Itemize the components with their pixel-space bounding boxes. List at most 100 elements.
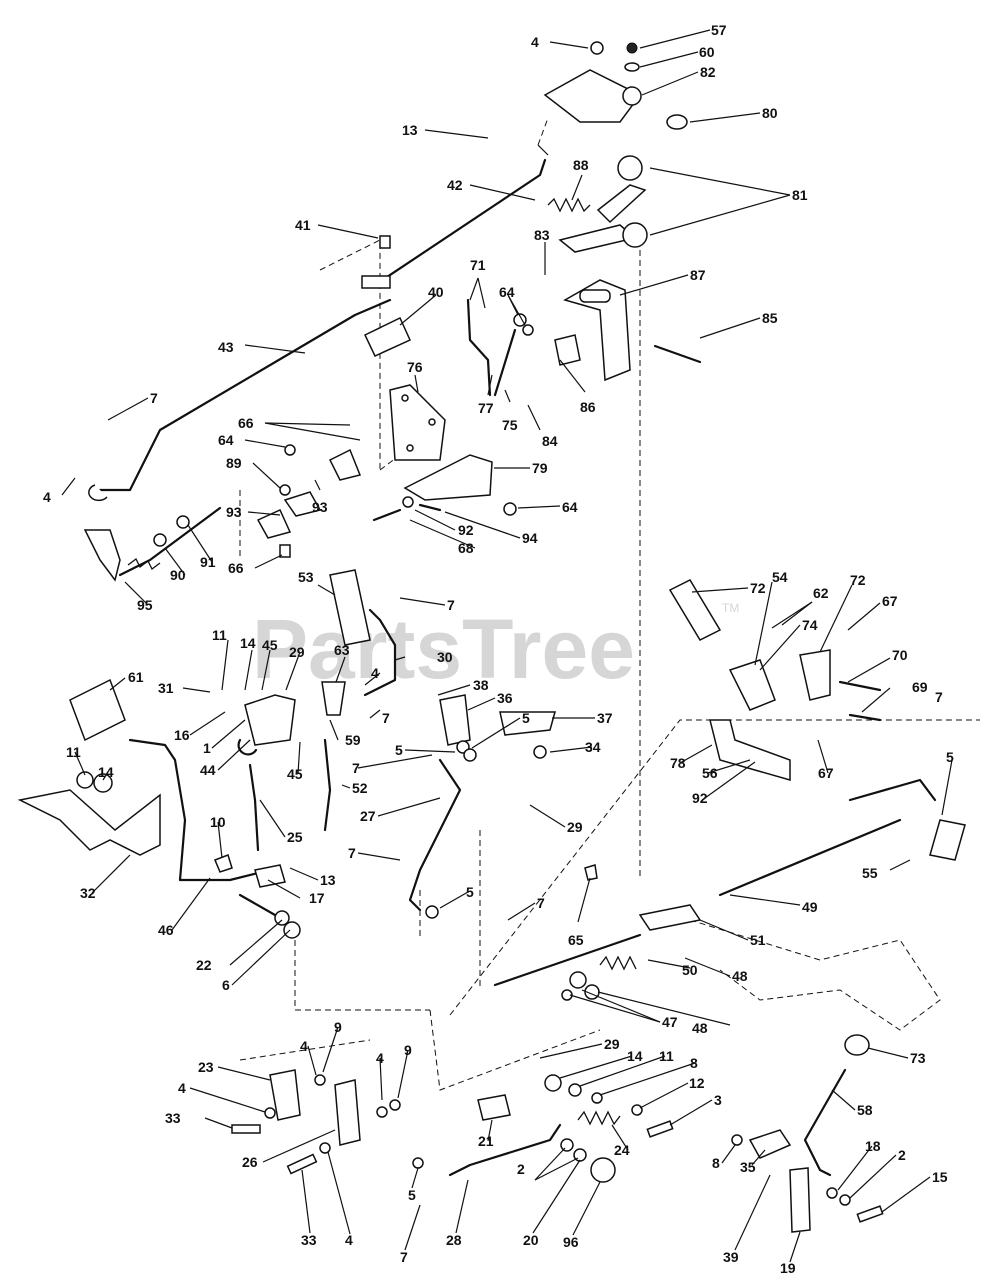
callout-label: 40	[428, 284, 444, 300]
callout-label: 11	[66, 744, 81, 760]
callout-label: 11	[212, 627, 227, 643]
callout-label: 7	[348, 845, 356, 861]
callout-label: 39	[723, 1249, 739, 1265]
callout-label: 19	[780, 1260, 796, 1276]
callout-label: 12	[689, 1075, 705, 1091]
callout-label: 50	[682, 962, 698, 978]
callout-label: 29	[604, 1036, 620, 1052]
callout-label: 4	[371, 665, 379, 681]
callout-label: 7	[352, 760, 360, 776]
callout-label: 16	[174, 727, 190, 743]
callout-label: 55	[862, 865, 878, 881]
callout-label: 54	[772, 569, 788, 585]
callout-label: 57	[711, 22, 727, 38]
callout-label: 17	[309, 890, 325, 906]
callout-label: 33	[301, 1232, 317, 1248]
callout-label: 22	[196, 957, 212, 973]
callout-label: 2	[517, 1161, 525, 1177]
callout-label: 71	[470, 257, 486, 273]
callout-label: 8	[712, 1155, 720, 1171]
callout-label: 74	[802, 617, 818, 633]
callout-label: 18	[865, 1138, 881, 1154]
callout-label: 82	[700, 64, 716, 80]
callout-label: 21	[478, 1133, 494, 1149]
callout-label: 96	[563, 1234, 579, 1250]
callout-label: 4	[178, 1080, 186, 1096]
callout-label: 14	[240, 635, 256, 651]
callout-label: 95	[137, 597, 153, 613]
callout-label: 48	[692, 1020, 708, 1036]
callout-label: 92	[692, 790, 708, 806]
callout-label: 10	[210, 814, 226, 830]
callout-label: 34	[585, 739, 601, 755]
callout-label: 45	[262, 637, 278, 653]
callout-label: 38	[473, 677, 489, 693]
callout-label: 14	[98, 764, 114, 780]
callout-label: 86	[580, 399, 596, 415]
callout-label: 7	[935, 689, 943, 705]
callout-label: 3	[714, 1092, 722, 1108]
callout-label: 73	[910, 1050, 926, 1066]
callout-label: 62	[813, 585, 829, 601]
callout-label: 5	[946, 749, 954, 765]
callout-label: 64	[499, 284, 515, 300]
callout-label: 78	[670, 755, 686, 771]
callout-label: 49	[802, 899, 818, 915]
callout-label: 93	[312, 499, 328, 515]
callout-label: 7	[150, 390, 158, 406]
right-assembly	[493, 579, 966, 1001]
callout-label: 85	[762, 310, 778, 326]
callout-label: 70	[892, 647, 908, 663]
callout-label: 43	[218, 339, 234, 355]
callout-label: 25	[287, 829, 303, 845]
callout-label: 89	[226, 455, 242, 471]
callout-label: 81	[792, 187, 808, 203]
callout-label: 80	[762, 105, 778, 121]
callout-label: 13	[402, 122, 418, 138]
lower-assembly	[231, 1034, 884, 1233]
callout-label: 35	[740, 1159, 756, 1175]
callout-label: 72	[850, 572, 866, 588]
callout-label: 4	[531, 34, 539, 50]
callout-label: 7	[537, 895, 545, 911]
callout-label: 69	[912, 679, 928, 695]
callout-label: 83	[534, 227, 550, 243]
callout-label: 28	[446, 1232, 462, 1248]
callout-label: 14	[627, 1048, 643, 1064]
callout-label: 66	[238, 415, 254, 431]
callout-label: 58	[857, 1102, 873, 1118]
callout-label: 11	[659, 1048, 674, 1064]
callout-label: 5	[522, 710, 530, 726]
callout-label: 23	[198, 1059, 214, 1075]
callout-label: 24	[614, 1142, 630, 1158]
callout-label: 66	[228, 560, 244, 576]
callout-label: 4	[43, 489, 51, 505]
callout-label: 90	[170, 567, 186, 583]
callout-label: 9	[334, 1019, 342, 1035]
callout-label: 29	[289, 644, 305, 660]
callout-label: 27	[360, 808, 376, 824]
callout-label: 4	[376, 1050, 384, 1066]
callout-label: 56	[702, 765, 718, 781]
callout-label: 84	[542, 433, 558, 449]
callout-label: 1	[203, 740, 211, 756]
callout-label: 76	[407, 359, 423, 375]
callout-label: 47	[662, 1014, 678, 1030]
callout-label: 61	[128, 669, 144, 685]
upper-assembly	[83, 41, 702, 582]
callout-label: 29	[567, 819, 583, 835]
middle-assembly	[17, 569, 556, 939]
callout-label: 2	[898, 1147, 906, 1163]
callout-label: 67	[818, 765, 834, 781]
callout-label: 64	[218, 432, 234, 448]
callout-label: 37	[597, 710, 613, 726]
callout-label: 4	[300, 1038, 308, 1054]
callout-label: 44	[200, 762, 216, 778]
callout-label: 68	[458, 540, 474, 556]
callout-label: 5	[395, 742, 403, 758]
callout-label: 20	[523, 1232, 539, 1248]
leader-lines	[61, 29, 953, 1263]
callout-label: 41	[295, 217, 311, 233]
watermark-tm: TM	[722, 601, 739, 615]
callout-label: 7	[447, 597, 455, 613]
